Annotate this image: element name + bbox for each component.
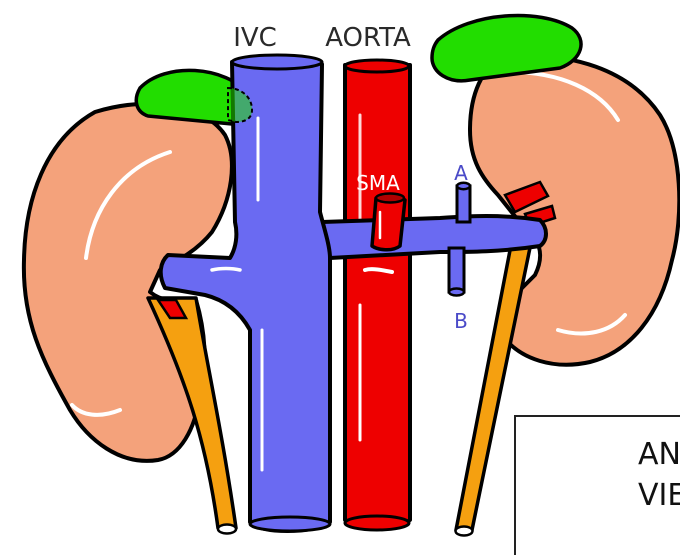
caption-line-1: AN bbox=[638, 437, 680, 472]
vein-a-label: A bbox=[454, 161, 468, 185]
ivc-label: IVC bbox=[233, 23, 277, 53]
aorta bbox=[345, 60, 410, 530]
caption-box: AN VIE bbox=[515, 416, 680, 555]
aorta-label: AORTA bbox=[325, 23, 411, 53]
sma bbox=[372, 194, 405, 250]
caption-line-2: VIE bbox=[638, 478, 680, 513]
vein-b-label: B bbox=[454, 309, 468, 333]
sma-label: SMA bbox=[356, 171, 400, 195]
